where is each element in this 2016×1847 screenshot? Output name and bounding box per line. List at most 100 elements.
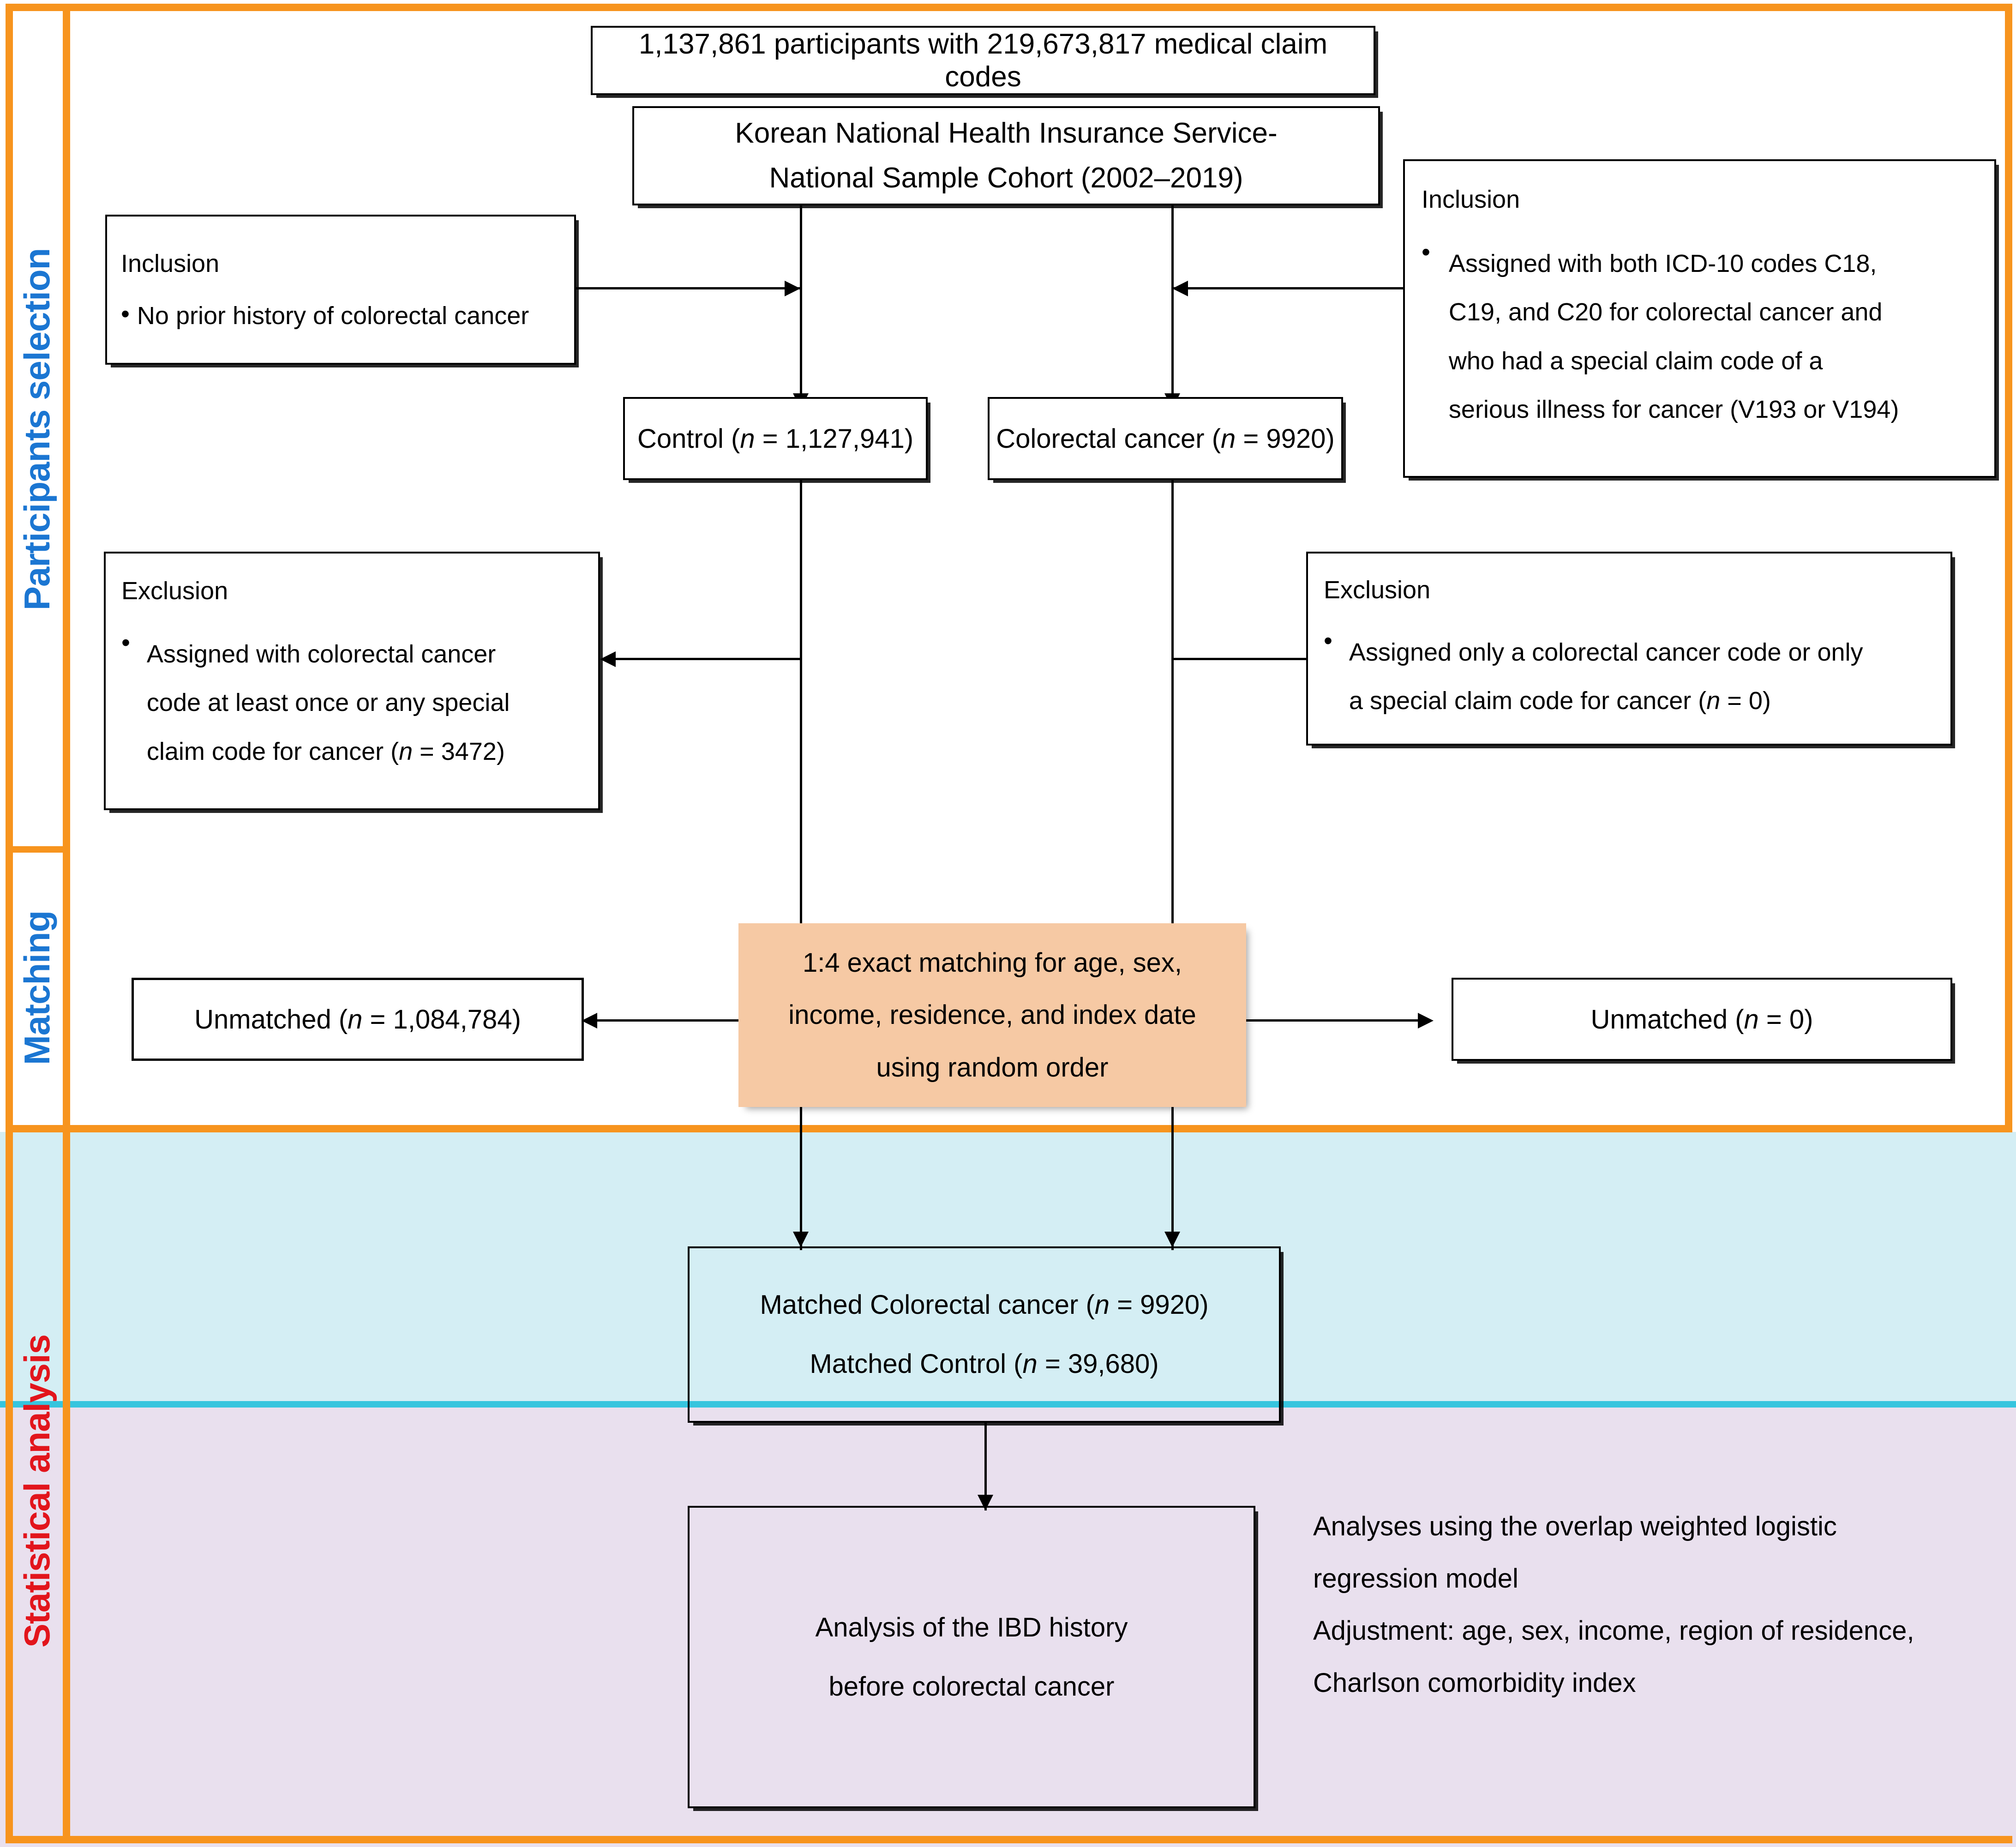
section-label-participants-selection: Participants selection — [14, 14, 60, 845]
cohort-box: Korean National Health Insurance Service… — [632, 106, 1380, 205]
unmatched-right-label: Unmatched (n = 0) — [1453, 1004, 1950, 1035]
analysis-notes-line-2: regression model — [1313, 1564, 1518, 1594]
analysis-notes: Analyses using the overlap weighted logi… — [1313, 1500, 1996, 1709]
unmatched-left-label: Unmatched (n = 1,084,784) — [134, 1004, 582, 1035]
frame-outer-left — [6, 4, 13, 1843]
exclusion-right-line-2: a special claim code for cancer ( — [1349, 687, 1707, 715]
section-label-statistical-analysis: Statistical analysis — [14, 1196, 60, 1787]
matched-control-n-variable: n — [1022, 1349, 1038, 1379]
exclusion-left-item-text: Assigned with colorectal cancer code at … — [147, 630, 582, 776]
arrowhead-exclusion-left — [600, 651, 616, 667]
bullet-icon: • — [1324, 627, 1332, 655]
exclusion-right-item-text: Assigned only a colorectal cancer code o… — [1349, 628, 1935, 726]
exclusion-left-item: • Assigned with colorectal cancer code a… — [121, 630, 582, 776]
frame-bottom — [6, 1836, 2012, 1843]
exclusion-right-heading: Exclusion — [1324, 576, 1431, 604]
connector-stem-to-exclusion-left — [614, 658, 801, 660]
colorectal-cancer-n-variable: n — [1221, 423, 1236, 454]
analysis-line-1: Analysis of the IBD history — [815, 1612, 1128, 1642]
unmatched-right-box: Unmatched (n = 0) — [1452, 978, 1952, 1061]
matched-control-prefix: Matched Control ( — [810, 1349, 1023, 1379]
matched-cancer-prefix: Matched Colorectal cancer ( — [760, 1290, 1095, 1320]
unmatched-left-n-variable: n — [348, 1004, 363, 1035]
section-label-matching-text: Matching — [16, 910, 57, 1065]
connector-matching-to-unmatched-left — [595, 1019, 743, 1022]
arrowhead-matched-right — [1164, 1232, 1180, 1247]
statistical-analysis-band-purple — [0, 1408, 2016, 1847]
connector-control-to-matching — [800, 480, 802, 923]
section-label-participants-selection-text: Participants selection — [16, 248, 57, 611]
analysis-notes-line-1: Analyses using the overlap weighted logi… — [1313, 1511, 1837, 1541]
control-prefix: Control ( — [637, 423, 740, 454]
exclusion-right-n-variable: n — [1706, 687, 1721, 715]
analysis-line-2: before colorectal cancer — [828, 1671, 1115, 1702]
frame-outer-right — [2005, 4, 2012, 1132]
exclusion-left-n-variable: n — [399, 737, 413, 765]
frame-divider-matching-statistical — [6, 1125, 2012, 1132]
arrowhead-analysis — [978, 1495, 993, 1510]
unmatched-right-prefix: Unmatched ( — [1590, 1004, 1744, 1035]
analysis-box: Analysis of the IBD history before color… — [688, 1506, 1255, 1808]
arrowhead-inclusion-right — [1172, 281, 1188, 296]
colorectal-cancer-label: Colorectal cancer (n = 9920) — [990, 423, 1341, 454]
exclusion-right-line-1: Assigned only a colorectal cancer code o… — [1349, 638, 1863, 666]
arrowhead-matched-left — [793, 1232, 809, 1247]
matched-cohort-line-1: Matched Colorectal cancer (n = 9920) — [690, 1275, 1279, 1335]
matched-cancer-suffix: = 9920) — [1110, 1290, 1209, 1320]
connector-stem-to-exclusion-right — [1171, 658, 1319, 660]
bullet-icon: • — [121, 300, 130, 328]
matching-line-2: income, residence, and index date — [788, 1000, 1196, 1030]
connector-matched-to-analysis — [984, 1423, 987, 1510]
cohort-line-2: National Sample Cohort (2002–2019) — [769, 162, 1243, 194]
connector-matching-to-unmatched-right — [1246, 1019, 1431, 1022]
inclusion-left-item-text: No prior history of colorectal cancer — [137, 301, 529, 330]
unmatched-left-suffix: = 1,084,784) — [362, 1004, 521, 1035]
inclusion-right-item-text: Assigned with both ICD-10 codes C18, C19… — [1449, 240, 1978, 434]
control-n-variable: n — [740, 423, 755, 454]
statistical-analysis-band-blue — [0, 1132, 2016, 1401]
frame-divider-participants-matching — [6, 846, 70, 853]
inclusion-right-box: Inclusion • Assigned with both ICD-10 co… — [1403, 159, 1996, 478]
inclusion-left-heading: Inclusion — [121, 250, 220, 278]
unmatched-right-n-variable: n — [1744, 1004, 1759, 1035]
connector-cohort-to-cancer — [1171, 205, 1174, 408]
connector-inclusion-right-to-stem — [1172, 287, 1403, 289]
analysis-notes-line-3: Adjustment: age, sex, income, region of … — [1313, 1616, 1914, 1646]
band-divider-line — [0, 1401, 2016, 1408]
frame-label-column-right — [63, 4, 70, 1843]
matching-line-1: 1:4 exact matching for age, sex, — [802, 948, 1182, 978]
exclusion-left-tail: = 3472) — [413, 737, 505, 765]
inclusion-right-line-1: Assigned with both ICD-10 codes C18, — [1448, 250, 1877, 277]
exclusion-left-box: Exclusion • Assigned with colorectal can… — [104, 552, 600, 810]
arrowhead-unmatched-left — [582, 1013, 597, 1029]
inclusion-right-line-4: serious illness for cancer (V193 or V194… — [1448, 395, 1899, 423]
bullet-icon: • — [121, 629, 130, 656]
exclusion-right-box: Exclusion • Assigned only a colorectal c… — [1306, 552, 1952, 746]
connector-cohort-to-control — [800, 205, 802, 408]
exclusion-left-line-1: Assigned with colorectal cancer — [146, 640, 496, 668]
exclusion-left-heading: Exclusion — [121, 577, 228, 605]
inclusion-right-heading: Inclusion — [1422, 186, 1520, 213]
frame-top — [6, 4, 2012, 11]
matched-cohort-line-2: Matched Control (n = 39,680) — [690, 1335, 1279, 1394]
exclusion-right-item: • Assigned only a colorectal cancer code… — [1324, 628, 1935, 726]
inclusion-right-item: • Assigned with both ICD-10 codes C18, C… — [1422, 240, 1978, 434]
connector-matching-to-matched-left — [800, 1107, 802, 1250]
exclusion-right-tail: = 0) — [1720, 687, 1771, 715]
control-suffix: = 1,127,941) — [755, 423, 914, 454]
colorectal-cancer-prefix: Colorectal cancer ( — [996, 423, 1221, 454]
section-label-statistical-analysis-text: Statistical analysis — [16, 1334, 57, 1648]
colorectal-cancer-suffix: = 9920) — [1236, 423, 1335, 454]
matched-cancer-n-variable: n — [1094, 1290, 1110, 1320]
control-label: Control (n = 1,127,941) — [625, 423, 926, 454]
unmatched-right-suffix: = 0) — [1758, 1004, 1813, 1035]
cohort-line-1: Korean National Health Insurance Service… — [735, 117, 1278, 150]
arrowhead-unmatched-right — [1418, 1013, 1434, 1029]
connector-cancer-to-matching — [1171, 480, 1174, 923]
inclusion-right-line-3: who had a special claim code of a — [1448, 347, 1823, 375]
inclusion-right-line-2: C19, and C20 for colorectal cancer and — [1448, 298, 1883, 326]
inclusion-left-item: • No prior history of colorectal cancer — [121, 301, 560, 330]
exclusion-left-line-2: code at least once or any special — [146, 689, 510, 717]
source-participants-text: 1,137,861 participants with 219,673,817 … — [638, 28, 1328, 93]
